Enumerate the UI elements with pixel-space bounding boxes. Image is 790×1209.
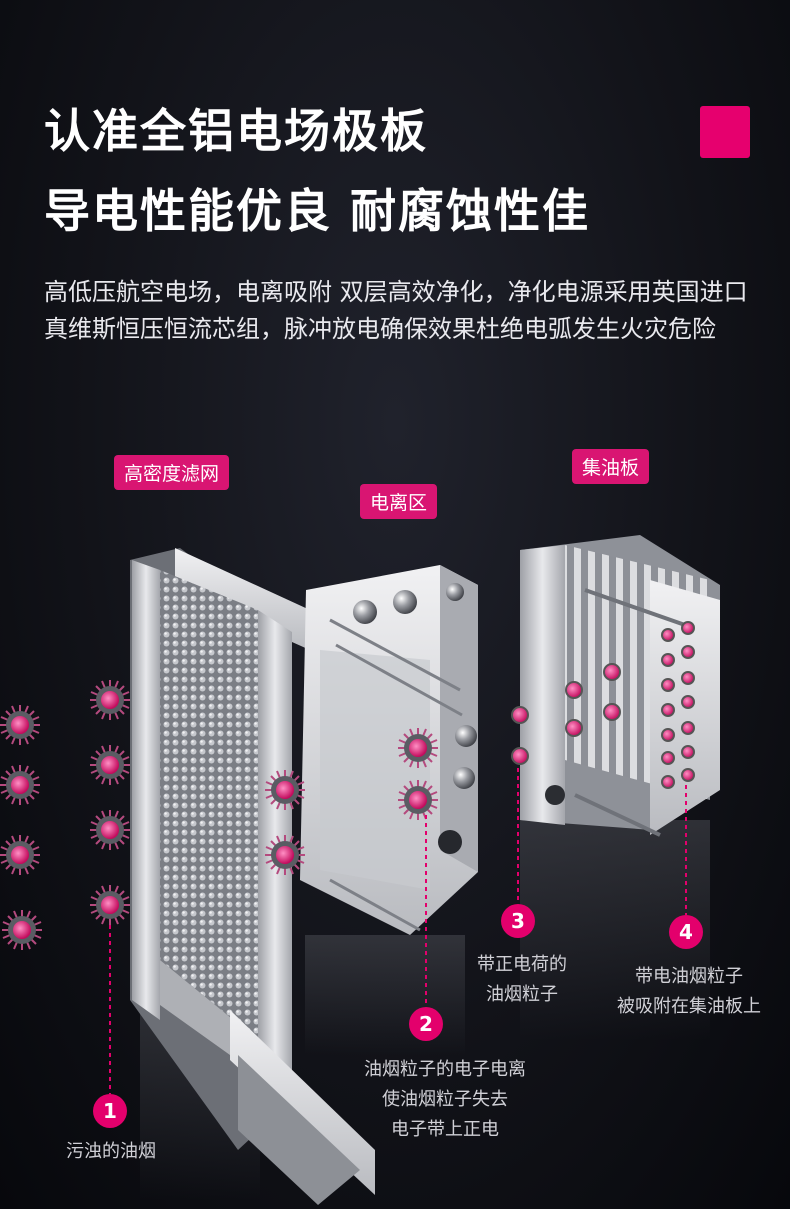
ionization-panel xyxy=(300,565,478,935)
headline-line-1: 认准全铝电场极板 xyxy=(44,104,428,158)
step-1-caption-line: 污浊的油烟 xyxy=(66,1141,156,1162)
step-3-caption: 带正电荷的 油烟粒子 xyxy=(462,950,582,1010)
step-4-badge: 4 xyxy=(669,915,703,949)
step-2-caption-line-1: 油烟粒子的电子电离 xyxy=(364,1059,526,1080)
step-2-badge: 2 xyxy=(409,1007,443,1041)
step-4-caption-line-2: 被吸附在集油板上 xyxy=(617,996,761,1017)
accent-square xyxy=(700,106,750,158)
leader-lines xyxy=(109,768,687,1094)
step-1-badge: 1 xyxy=(93,1094,127,1128)
collector-panel xyxy=(520,535,720,837)
filter-tag: 高密度滤网 xyxy=(114,455,230,490)
step-4-caption: 带电油烟粒子 被吸附在集油板上 xyxy=(598,962,780,1022)
step-4-caption-line-1: 带电油烟粒子 xyxy=(635,966,743,987)
step-2-caption-line-3: 电子带上正电 xyxy=(391,1119,499,1140)
ionization-tag: 电离区 xyxy=(360,484,438,519)
step-2-caption: 油烟粒子的电子电离 使油烟粒子失去 电子带上正电 xyxy=(340,1055,550,1145)
step-1-caption: 污浊的油烟 xyxy=(56,1137,166,1167)
step-3-caption-line-2: 油烟粒子 xyxy=(486,984,558,1005)
filter-panel xyxy=(130,548,375,1205)
description-text: 高低压航空电场，电离吸附 双层高效净化，净化电源采用英国进口真维斯恒压恒流芯组，… xyxy=(44,278,748,343)
step-2-caption-line-2: 使油烟粒子失去 xyxy=(382,1089,508,1110)
headline-line-2: 导电性能优良 耐腐蚀性佳 xyxy=(44,184,591,238)
step-3-caption-line-1: 带正电荷的 xyxy=(477,954,567,975)
collector-tag: 集油板 xyxy=(572,449,650,484)
step-3-badge: 3 xyxy=(501,904,535,938)
charged-particles xyxy=(511,621,695,789)
